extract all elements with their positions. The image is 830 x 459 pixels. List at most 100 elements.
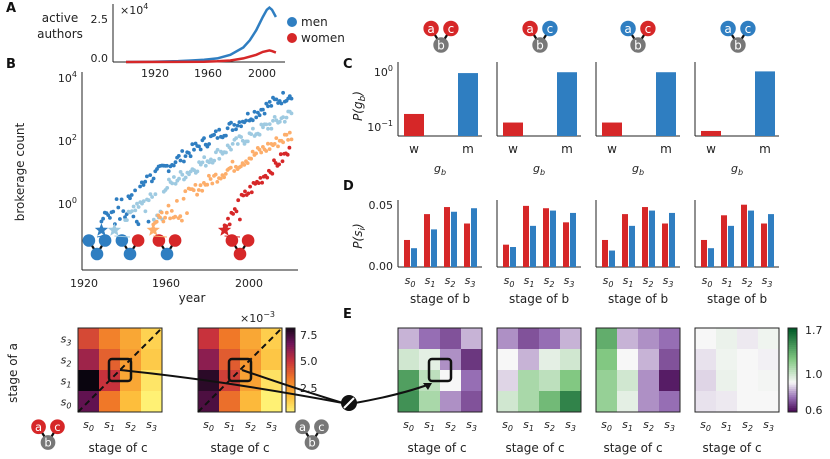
panel-b-point [135,201,139,206]
heatmap-e3-cell [617,370,639,392]
panel-b-point [254,151,258,156]
panel-b-point [123,215,127,220]
heatmap-e1-cell [398,391,420,413]
cbar1-frame [285,327,296,413]
heatmap-e4-cell [716,391,738,413]
panel-b-point [276,144,280,149]
heatmap-e4-xtick: s2 [742,418,753,433]
heatmap-e2-cell [497,349,519,371]
panel-a: active authors ×104 2.5 0.0 1920 1960 20… [37,2,345,80]
heatmap-e4-cell [758,349,780,371]
heatmap-e3-xlabel: stage of c [603,441,662,455]
heatmap-right-cell [261,349,283,371]
panel-b-point [246,191,251,196]
panel-d-bar-w [602,239,608,267]
panel-b-point [241,193,246,198]
triad-node-c [640,20,656,37]
heatmap-right-xtick: s1 [224,418,235,433]
panel-b-point [148,192,153,197]
cbar2-segment [788,378,797,381]
panel-b-point [284,115,289,120]
heatmap-e1-xtick: s2 [445,418,456,433]
panel-b-point [225,126,230,131]
cbar2-segment [788,386,797,390]
heatmap-right-cell [261,391,283,413]
panel-d-bar-w [424,214,430,267]
panel-b-point [158,215,162,220]
panel-d-bar-m [768,214,774,267]
legend-women-marker [287,33,297,43]
triad-node-label-b: b [308,436,315,450]
panel-c-xtick-m: m [462,142,474,156]
heatmap-e4-cell [737,328,759,350]
panel-d-bar-w [622,214,628,267]
cbar1-segment [286,328,295,331]
cbar1-segment [286,407,295,411]
panel-b-point [249,190,254,195]
panel-c-bar-m [755,71,775,136]
panel-b-point [274,136,279,141]
heatmap-e2-frame [496,327,582,413]
heatmap-e4-cell [695,328,717,350]
panel-b-point [141,183,146,187]
panel-b-point [217,156,222,161]
panel-b-point [224,150,228,155]
panel-b-point [182,159,186,164]
panel-b-point [227,222,232,227]
heatmap-e1-frame [397,327,483,413]
panel-b-point [237,120,242,124]
cbar2-segment [788,397,797,400]
panel-b-point [266,141,270,146]
heatmap-e3-xtick: s0 [601,418,612,433]
triad-node-label-a: a [427,22,434,36]
panel-b-point [209,157,213,162]
panel-c-ylabel: P(gb) [351,91,368,121]
panel-b-point [284,132,289,137]
panel-d-xtick: s0 [603,274,614,289]
panel-b-point [279,101,284,106]
heatmap-e3-cell [617,349,639,371]
triad-node-c [241,234,255,247]
panel-a-xtick-1920: 1920 [141,67,169,80]
triad-node-label-b: b [437,38,445,52]
panel-b-point [146,219,151,224]
panel-label-b: B [6,57,16,72]
panel-b-point [130,209,134,214]
heatmap-e3-cell [659,349,681,371]
triad-node-a [423,20,439,37]
cbar2-tick-17: 1.7 [805,324,823,337]
cbar1-segment [286,338,295,342]
heatmap-e3-cell [659,391,681,413]
panel-b-point [164,210,169,215]
cbar1-segment [286,370,295,373]
panel-b-point [177,176,181,181]
panel-b-point [163,215,168,220]
panel-d-bar-w [444,207,450,267]
panel-b-point [178,158,183,163]
cbar1-segment [286,357,295,360]
top-triad-4: abc [720,20,756,53]
panel-b-point [151,217,156,222]
panel-b-point [256,181,261,186]
cbar2-segment [788,365,797,369]
panel-b-star-link [96,235,102,238]
heatmap-left-cell [120,328,142,350]
panel-label-a: A [6,1,16,16]
panel-c-xlabel: gb [632,162,644,177]
panel-b-point [271,118,275,123]
cbar1-segment [286,374,295,377]
panel-b-point [193,183,198,187]
cbar2-tick-10: 1.0 [805,368,823,381]
panel-b-point [210,181,215,186]
heatmap-e2-cell [539,349,561,371]
heatmap-highlight-box [227,357,253,383]
panel-b-point [266,126,270,131]
panel-b-point [218,176,223,181]
panel-d-bar-m [471,208,477,267]
panel-b-point [207,160,212,165]
panel-b-point [264,122,269,127]
panel-b-point [230,142,235,146]
panel-b-point [133,208,138,213]
panel-b-point [239,124,244,129]
ratio-arrow-left [119,369,344,404]
